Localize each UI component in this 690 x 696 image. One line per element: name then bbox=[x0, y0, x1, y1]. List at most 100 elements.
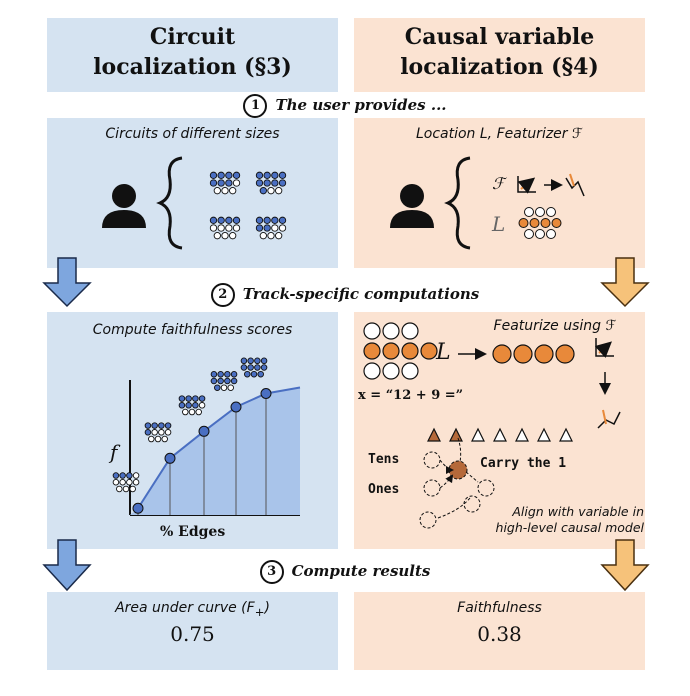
curve-point bbox=[260, 388, 272, 399]
circuit-glyph-4 bbox=[255, 216, 287, 240]
y-axis-label: f bbox=[110, 440, 118, 464]
left-provides-text: Circuits of different sizes bbox=[105, 126, 280, 142]
ones-label: Ones bbox=[368, 482, 400, 497]
circuit-node bbox=[278, 224, 287, 232]
location-circuit bbox=[518, 207, 562, 239]
compute-node bbox=[363, 362, 381, 380]
align-line2: high-level causal model bbox=[495, 520, 644, 535]
circuit-node bbox=[209, 179, 218, 187]
token-triangle bbox=[471, 427, 485, 442]
left-arrow-1 bbox=[42, 257, 92, 308]
circuit-node bbox=[214, 384, 221, 391]
circuit-node bbox=[255, 171, 264, 179]
left-arrow-2 bbox=[42, 539, 92, 592]
curve-point bbox=[198, 425, 210, 437]
left-header: Circuit localization (§3) bbox=[47, 22, 338, 82]
compute-node bbox=[382, 342, 400, 360]
circuit-node bbox=[185, 395, 192, 402]
compute-node bbox=[401, 362, 419, 380]
brace-left bbox=[156, 156, 183, 250]
right-result-value: 0.38 bbox=[477, 622, 522, 646]
circuit-node bbox=[217, 216, 225, 224]
circuit-node bbox=[244, 370, 251, 378]
circuit-node bbox=[271, 216, 279, 224]
feature-node bbox=[534, 344, 554, 364]
left-result-label-end: ) bbox=[264, 600, 270, 616]
circuit-node bbox=[225, 216, 233, 224]
right-result-label: Faithfulness bbox=[457, 600, 542, 616]
location-node bbox=[518, 218, 529, 228]
circuit-node bbox=[158, 422, 165, 429]
step-2-number: 2 bbox=[210, 283, 235, 307]
curve-area bbox=[130, 387, 300, 515]
circuit-node bbox=[229, 232, 237, 240]
circuit-node bbox=[259, 232, 267, 240]
causal-node bbox=[419, 511, 437, 529]
causal-node bbox=[477, 479, 495, 497]
circuit-node bbox=[158, 429, 165, 436]
circuit-node bbox=[250, 370, 258, 378]
left-result-subscript: + bbox=[254, 604, 265, 619]
generated-layer bbox=[112, 171, 575, 529]
right-result-panel bbox=[354, 592, 645, 670]
location-node bbox=[551, 218, 562, 228]
compute-circuit bbox=[363, 322, 438, 380]
rotated-feature-icon bbox=[597, 409, 621, 429]
left-result-panel bbox=[47, 592, 338, 670]
curve-circuit-glyph bbox=[210, 371, 238, 391]
circuit-node bbox=[240, 357, 248, 365]
token-triangle bbox=[449, 427, 463, 442]
circuit-node bbox=[217, 179, 225, 187]
left-provides-panel bbox=[47, 118, 338, 268]
circuit-node bbox=[122, 485, 130, 493]
curve-point bbox=[164, 452, 176, 464]
circuit-node bbox=[232, 216, 241, 224]
circuit-node bbox=[225, 179, 233, 187]
circuit-node bbox=[255, 179, 264, 187]
circuit-node bbox=[263, 171, 271, 179]
circuit-node bbox=[112, 472, 120, 479]
location-node bbox=[535, 229, 545, 239]
circuit-node bbox=[192, 395, 199, 402]
left-header-line2: localization (§3) bbox=[93, 54, 292, 80]
circuit-node bbox=[232, 179, 241, 187]
compute-node bbox=[363, 342, 381, 360]
circuit-node bbox=[132, 472, 140, 479]
circuit-node bbox=[260, 357, 268, 365]
circuit-node bbox=[221, 232, 229, 240]
curve-circuit-glyph bbox=[112, 472, 140, 493]
compute-node bbox=[382, 322, 400, 340]
step-3-number: 3 bbox=[259, 560, 284, 584]
causal-node bbox=[423, 451, 441, 469]
step-1-label: The user provides ... bbox=[275, 96, 447, 114]
circuit-node bbox=[240, 364, 248, 371]
right-header: Causal variable localization (§4) bbox=[354, 22, 645, 82]
circuit-node bbox=[185, 402, 192, 409]
circuit-node bbox=[112, 479, 120, 486]
circuit-node bbox=[213, 187, 221, 195]
circuit-node bbox=[220, 384, 228, 391]
circuit-node bbox=[260, 364, 268, 371]
location-node bbox=[529, 218, 540, 228]
circuit-node bbox=[247, 357, 254, 365]
step-3-label: Compute results bbox=[291, 562, 431, 580]
circuit-node bbox=[217, 377, 224, 385]
step-2-label: Track-specific computations bbox=[242, 285, 480, 303]
circuit-node bbox=[217, 224, 225, 232]
circuit-glyph-2 bbox=[255, 171, 287, 195]
circuit-node bbox=[209, 224, 218, 232]
feature-node bbox=[555, 344, 575, 364]
circuit-node bbox=[247, 364, 254, 371]
featurizer-icon bbox=[517, 173, 585, 197]
token-triangle bbox=[559, 427, 573, 442]
location-node bbox=[546, 229, 556, 239]
circuit-node bbox=[278, 171, 287, 179]
curve-circuit-glyph bbox=[178, 395, 206, 416]
compute-node bbox=[401, 322, 419, 340]
featurize-title: Featurize using ℱ bbox=[493, 318, 617, 334]
feature-row bbox=[492, 344, 575, 364]
circuit-node bbox=[126, 479, 133, 486]
left-result-value: 0.75 bbox=[170, 622, 215, 646]
